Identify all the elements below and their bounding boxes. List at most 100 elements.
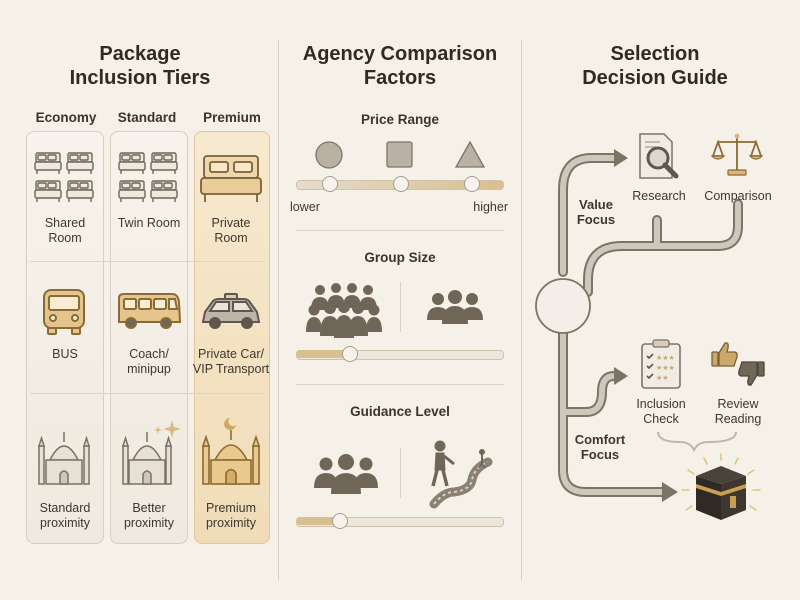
factors-title-line2: Factors	[363, 67, 437, 89]
divider-left	[278, 40, 279, 580]
group-slider-handle[interactable]	[342, 346, 358, 362]
tiers-title-line1: Package	[99, 43, 181, 65]
price-slider-handle-low[interactable]	[322, 176, 338, 192]
square-icon	[386, 141, 413, 168]
guidance-level-label: Guidance Level	[350, 404, 450, 419]
private-room-label: Private Room	[194, 216, 268, 246]
private-room-line2: Room	[214, 231, 248, 245]
arrow-head-research	[614, 149, 628, 167]
svg-text:★★★: ★★★	[656, 354, 675, 362]
price-slider-handle-mid[interactable]	[393, 176, 409, 192]
guidance-slider-fill	[296, 517, 340, 525]
svg-text:★★: ★★	[656, 374, 669, 382]
review-line2: Reading	[714, 412, 762, 426]
premium-proximity-line2: proximity	[205, 516, 256, 530]
tier-name-standard: Standard	[117, 110, 177, 125]
guide-title-line2: Decision Guide	[582, 67, 728, 89]
group-size-label: Group Size	[364, 250, 436, 265]
factors-divider-1	[296, 230, 504, 231]
inclusion-line2: Check	[643, 412, 679, 426]
price-range-label: Price Range	[360, 112, 440, 127]
value-focus-label: Value Focus	[566, 197, 626, 227]
inclusion-line1: Inclusion	[636, 397, 686, 411]
comfort-focus-line2: Focus	[580, 447, 620, 462]
decision-node	[535, 278, 591, 334]
inclusion-check-label: Inclusion Check	[626, 397, 696, 427]
better-proximity-line2: proximity	[123, 516, 174, 530]
review-reading-label: Review Reading	[702, 397, 774, 427]
small-group-icon	[427, 290, 483, 324]
private-room-bed-icon	[200, 155, 262, 202]
car-icon	[201, 293, 261, 329]
guidance-level-slider[interactable]	[296, 513, 504, 529]
standard-proximity-label: Standard proximity	[26, 501, 104, 531]
bus-icon	[43, 289, 85, 335]
decision-flow-paths	[535, 149, 743, 502]
kaaba-icon	[681, 453, 761, 520]
coach-icon	[118, 293, 182, 329]
guidance-slider-handle[interactable]	[332, 513, 348, 529]
standard-proximity-line2: proximity	[39, 516, 90, 530]
standard-mosque-icon	[37, 432, 91, 485]
tier-row-divider-1	[30, 261, 264, 262]
price-low-label: lower	[290, 200, 320, 214]
tier-row-divider-2	[30, 393, 264, 394]
circle-icon	[315, 141, 343, 169]
shared-room-label: Shared Room	[26, 216, 104, 246]
value-focus-line2: Focus	[576, 212, 616, 227]
shared-room-bed-icon	[34, 152, 94, 203]
large-group-icon	[306, 283, 382, 338]
factors-title: Agency Comparison Factors	[284, 42, 516, 90]
comfort-focus-label: Comfort Focus	[566, 432, 634, 462]
better-proximity-line1: Better	[132, 501, 166, 515]
value-focus-line1: Value	[579, 197, 613, 212]
arrow-head-inclusion	[614, 367, 628, 385]
research-magnifier-icon	[639, 133, 679, 179]
premium-proximity-line1: Premium	[205, 501, 256, 515]
tier-name-premium: Premium	[203, 110, 261, 125]
better-proximity-label: Better proximity	[110, 501, 188, 531]
research-label: Research	[632, 189, 686, 203]
arrow-head-kaaba	[662, 482, 678, 502]
factors-title-line1: Agency Comparison	[302, 43, 498, 65]
comfort-focus-line1: Comfort	[574, 432, 626, 447]
standard-proximity-line1: Standard	[39, 501, 91, 515]
tiers-title: Package Inclusion Tiers	[40, 42, 240, 90]
car-line1: Private Car/	[198, 347, 264, 361]
comparison-label: Comparison	[704, 189, 772, 203]
price-high-label: higher	[473, 200, 508, 214]
coach-line2: minipup	[127, 362, 171, 376]
premium-proximity-label: Premium proximity	[194, 501, 268, 531]
bus-label: BUS	[52, 347, 78, 361]
inclusion-clipboard-icon: ★★★★★★★★	[641, 339, 681, 389]
guide-title: Selection Decision Guide	[548, 42, 762, 90]
car-line2: VIP Transport	[192, 362, 270, 376]
svg-text:★★★: ★★★	[656, 364, 675, 372]
better-mosque-icon	[121, 420, 181, 485]
guidance-separator	[400, 448, 401, 498]
guided-group-icon	[314, 454, 378, 494]
price-range-slider[interactable]	[296, 176, 504, 192]
price-shape-icons	[315, 140, 486, 169]
price-slider-handle-high[interactable]	[464, 176, 480, 192]
twin-room-label: Twin Room	[117, 216, 181, 230]
tier-name-economy: Economy	[35, 110, 97, 125]
twin-room-bed-icon	[118, 152, 178, 203]
review-line1: Review	[717, 397, 759, 411]
solo-walker-icon	[429, 440, 493, 509]
comparison-scale-icon	[710, 133, 764, 176]
group-slider-fill	[296, 350, 350, 358]
car-label: Private Car/ VIP Transport	[186, 347, 276, 377]
coach-label: Coach/ minipup	[110, 347, 188, 377]
guide-title-line1: Selection	[610, 43, 700, 65]
factors-divider-2	[296, 384, 504, 385]
shared-room-text: Shared Room	[44, 216, 86, 245]
review-thumbs-icon	[711, 342, 765, 386]
tiers-title-line2: Inclusion Tiers	[69, 67, 211, 89]
triangle-icon	[454, 140, 486, 168]
coach-line1: Coach/	[129, 347, 169, 361]
divider-right	[521, 40, 522, 580]
private-room-line1: Private	[211, 216, 251, 230]
group-size-separator	[400, 282, 401, 332]
group-size-slider[interactable]	[296, 346, 504, 362]
